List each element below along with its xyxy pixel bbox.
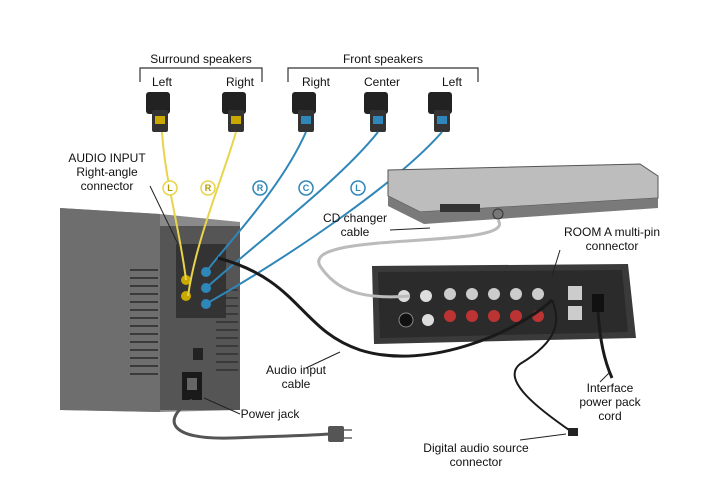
- audio-input-label-2: Right-angle: [76, 165, 138, 179]
- front-right-wire: [205, 131, 307, 273]
- wire-tag-front-left: [350, 180, 366, 196]
- surround-left-label: Left: [152, 75, 173, 89]
- interface-module: [372, 264, 636, 344]
- audio-input-label-3: connector: [81, 179, 134, 193]
- wire-tag-surround-left: [162, 180, 178, 196]
- front-speakers-label: Front speakers: [343, 52, 423, 66]
- front-speakers-bracket: [287, 67, 479, 82]
- speaker-wires: [161, 131, 443, 305]
- surround-right-wire: [187, 131, 237, 297]
- front-left-label: Left: [442, 75, 463, 89]
- interface-power-cord: [596, 311, 614, 379]
- leader-lines: [149, 185, 611, 441]
- room-a-connector-label-2: connector: [586, 239, 639, 253]
- interface-cord-label-2: power pack: [579, 395, 641, 409]
- cables: [172, 219, 614, 440]
- audio-input-cable: [217, 256, 554, 358]
- cd-changer-cable-label-1: CD changer: [323, 211, 387, 225]
- wire-tag-surround-right: [200, 180, 216, 196]
- surround-right-plug-icon: [222, 92, 246, 132]
- cd-changer-cable-label-2: cable: [341, 225, 370, 239]
- digital-audio-label-1: Digital audio source: [423, 441, 529, 455]
- audio-input-cable-label-1: Audio input: [266, 363, 327, 377]
- front-center-wire: [205, 131, 379, 289]
- wire-tag-front-center: [298, 180, 314, 196]
- wire-tag-front-right: [252, 180, 268, 196]
- interface-cord-label-1: Interface: [587, 381, 634, 395]
- front-left-wire: [205, 131, 443, 305]
- surround-left-wire: [161, 131, 187, 281]
- interface-cord-label-3: cord: [598, 409, 621, 423]
- front-right-label: Right: [302, 75, 331, 89]
- surround-speakers-bracket: [139, 67, 263, 82]
- front-left-plug-icon: [428, 92, 452, 132]
- power-jack-label: Power jack: [241, 407, 301, 421]
- cd-changer-device: [387, 163, 659, 224]
- cd-changer-cable: [317, 219, 502, 299]
- front-center-label: Center: [364, 75, 400, 89]
- room-a-connector-label-1: ROOM A multi-pin: [564, 225, 660, 239]
- power-jack-icon: [182, 372, 202, 400]
- power-cord: [172, 398, 331, 440]
- audio-input-cable-label-2: cable: [282, 377, 311, 391]
- digital-audio-cable: [513, 299, 573, 433]
- digital-audio-connector-icon: [568, 428, 578, 436]
- front-center-plug-icon: [364, 92, 388, 132]
- audio-input-label-1: AUDIO INPUT: [68, 151, 146, 165]
- surround-right-label: Right: [226, 75, 255, 89]
- interface-rca-jacks: [398, 288, 544, 328]
- wire-tag-front-left-text: L: [355, 183, 361, 193]
- surround-speakers-label: Surround speakers: [150, 52, 251, 66]
- power-plug-icon: [328, 426, 352, 442]
- surround-left-plug-icon: [146, 92, 170, 132]
- wire-tag-front-right-text: R: [257, 183, 264, 193]
- wire-tag-front-center-text: C: [303, 183, 310, 193]
- wire-tag-surround-right-text: R: [205, 183, 212, 193]
- wire-tag-surround-left-text: L: [167, 183, 173, 193]
- digital-audio-label-2: connector: [450, 455, 503, 469]
- front-right-plug-icon: [292, 92, 316, 132]
